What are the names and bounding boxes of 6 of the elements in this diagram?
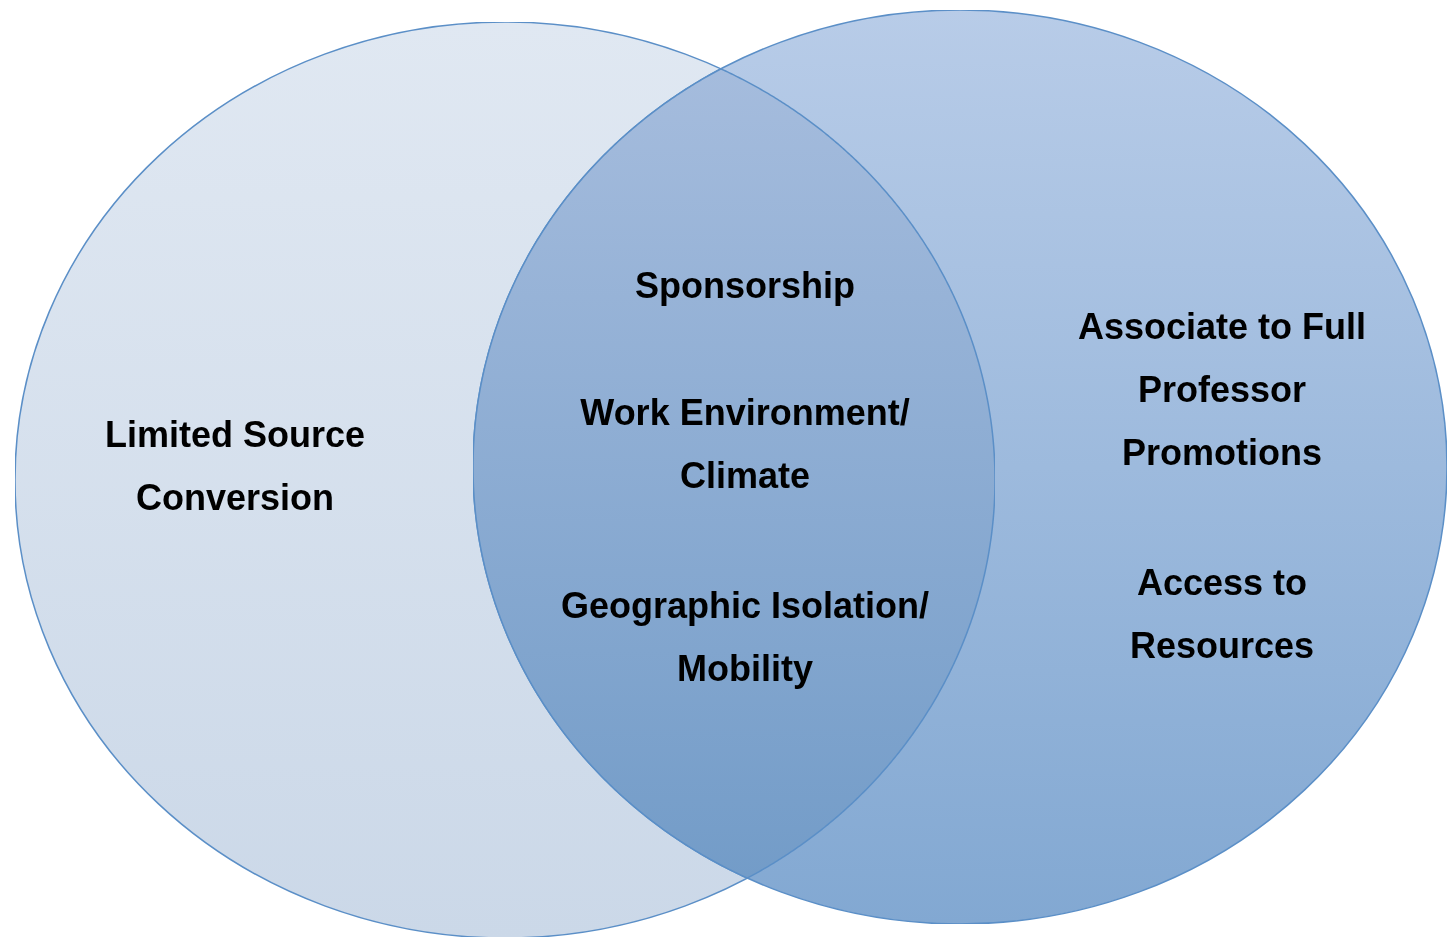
venn-label: Geographic Isolation/ Mobility <box>559 584 931 691</box>
venn-label: Work Environment/ Climate <box>579 391 911 498</box>
venn-label: Limited Source Conversion <box>103 413 367 520</box>
venn-label: Sponsorship <box>634 264 856 308</box>
venn-label: Associate to Full Professor Promotions <box>1077 305 1367 475</box>
venn-label: Access to Resources <box>1128 561 1316 668</box>
